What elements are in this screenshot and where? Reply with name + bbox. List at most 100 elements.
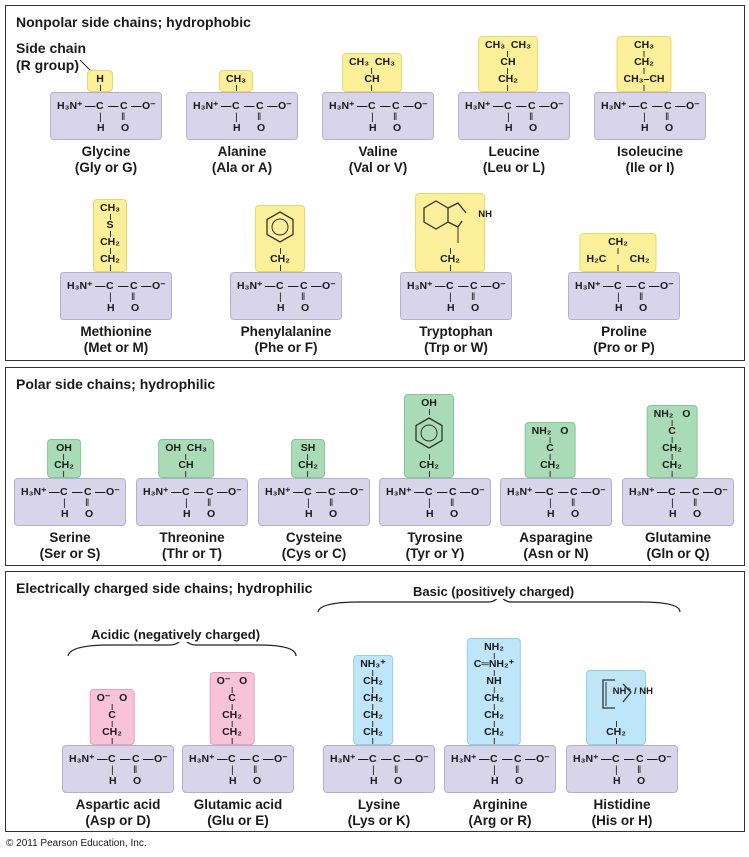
- bond: |: [449, 291, 452, 303]
- amino-acid-name: Threonine(Thr or T): [106, 530, 278, 562]
- abbreviation: (Arg or R): [468, 813, 532, 828]
- amino-group: H₃N⁺: [575, 280, 601, 292]
- bond: —: [629, 100, 640, 112]
- carboxyl-carbon: C: [252, 753, 260, 765]
- side-chain-group: CH₂: [363, 692, 383, 704]
- ring-label: NH⁺ / NH: [612, 686, 653, 697]
- backbone: H₃N⁺ — C — C — O⁻ | ‖ H O: [322, 92, 434, 140]
- abbreviation: (Phe or F): [254, 340, 318, 355]
- double-bond: ‖: [121, 111, 126, 123]
- double-bond: ‖: [329, 497, 334, 509]
- carboxylate-oxygen: O⁻: [660, 280, 674, 292]
- alpha-carbon: C: [446, 280, 454, 292]
- side-chain-group: NH: [486, 675, 502, 687]
- bond: |: [307, 497, 310, 509]
- side-chain-group: S: [106, 219, 114, 231]
- imidazole-ring-icon: NH⁺ / NH: [593, 674, 653, 721]
- backbone: H₃N⁺ — C — C — O⁻ | ‖ H O: [594, 92, 706, 140]
- abbreviation: (Val or V): [348, 160, 408, 175]
- bond: —: [502, 753, 513, 765]
- alpha-carbon: C: [369, 753, 377, 765]
- alpha-hydrogen: H: [233, 122, 241, 134]
- backbone: H₃N⁺ — C — C — O⁻ | ‖ H O: [62, 745, 174, 793]
- bond: —: [535, 486, 546, 498]
- section-title: Polar side chains; hydrophilic: [16, 376, 216, 392]
- bond: —: [649, 280, 660, 292]
- benzene-ring-icon: [411, 415, 447, 454]
- carboxyl-carbon: C: [328, 486, 336, 498]
- bond: |: [99, 111, 102, 123]
- amino-group: H₃N⁺: [329, 100, 355, 112]
- amino-group: H₃N⁺: [386, 486, 412, 498]
- carboxyl-carbon: C: [449, 486, 457, 498]
- bond: |: [549, 497, 552, 509]
- double-bond: ‖: [515, 764, 520, 776]
- amino-acid-name: Tyrosine(Tyr or Y): [349, 530, 521, 562]
- bond: —: [381, 753, 392, 765]
- abbreviation: (Cys or C): [281, 546, 347, 561]
- double-bond: ‖: [471, 291, 476, 303]
- side-chain-group: CH₂: [270, 253, 290, 265]
- bond: —: [404, 753, 415, 765]
- alpha-hydrogen: H: [447, 302, 455, 314]
- section-title: Electrically charged side chains; hydrop…: [16, 580, 313, 596]
- bond: [231, 704, 233, 710]
- carbonyl-oxygen: O: [257, 122, 266, 134]
- bond: —: [95, 486, 106, 498]
- side-chain-group: NH₂ O: [531, 425, 569, 437]
- carboxylate-oxygen: O⁻: [471, 486, 485, 498]
- bond: —: [481, 280, 492, 292]
- bond: —: [680, 486, 691, 498]
- bond: [279, 265, 281, 271]
- amino-acid-name: Serine(Ser or S): [0, 530, 156, 562]
- alpha-hydrogen: H: [613, 775, 621, 787]
- side-chain: CH₂: [255, 205, 305, 272]
- side-chain-group: CH: [500, 56, 516, 68]
- bond: —: [414, 486, 425, 498]
- bond: —: [221, 100, 232, 112]
- alpha-carbon: C: [546, 486, 554, 498]
- bond: [109, 214, 111, 220]
- bond: |: [235, 111, 238, 123]
- side-chain-group: CH₂: [608, 236, 628, 248]
- side-chain-group: C: [668, 425, 676, 437]
- bond: [671, 471, 673, 477]
- amino-acid-name: Cysteine(Cys or C): [228, 530, 400, 562]
- side-chain-group: OH: [421, 397, 437, 409]
- side-chain: OH CH₂: [404, 394, 454, 478]
- side-chain-group: CH₃–CH: [623, 73, 665, 85]
- name-text: Leucine: [488, 144, 540, 159]
- side-chain-group: CH₂: [419, 459, 439, 471]
- carbonyl-oxygen: O: [529, 122, 538, 134]
- name-text: Proline: [601, 324, 647, 339]
- bond: [493, 653, 495, 659]
- bond: [109, 248, 111, 254]
- name-text: Lysine: [357, 797, 401, 812]
- bond: |: [615, 764, 618, 776]
- alpha-carbon: C: [425, 486, 433, 498]
- carboxylate-oxygen: O⁻: [142, 100, 156, 112]
- bond: [493, 670, 495, 676]
- bond: [615, 721, 617, 727]
- bond: [231, 687, 233, 693]
- side-chain-group: SH: [300, 442, 316, 454]
- bond: [643, 68, 645, 74]
- bond: —: [120, 753, 131, 765]
- bond: —: [624, 753, 635, 765]
- side-chain: CH₃: [218, 70, 254, 92]
- bond: |: [493, 764, 496, 776]
- double-bond: ‖: [665, 111, 670, 123]
- bond: —: [626, 280, 637, 292]
- bond: —: [267, 100, 278, 112]
- amino-acid-name: Alanine(Ala or A): [156, 144, 328, 176]
- bond: —: [647, 753, 658, 765]
